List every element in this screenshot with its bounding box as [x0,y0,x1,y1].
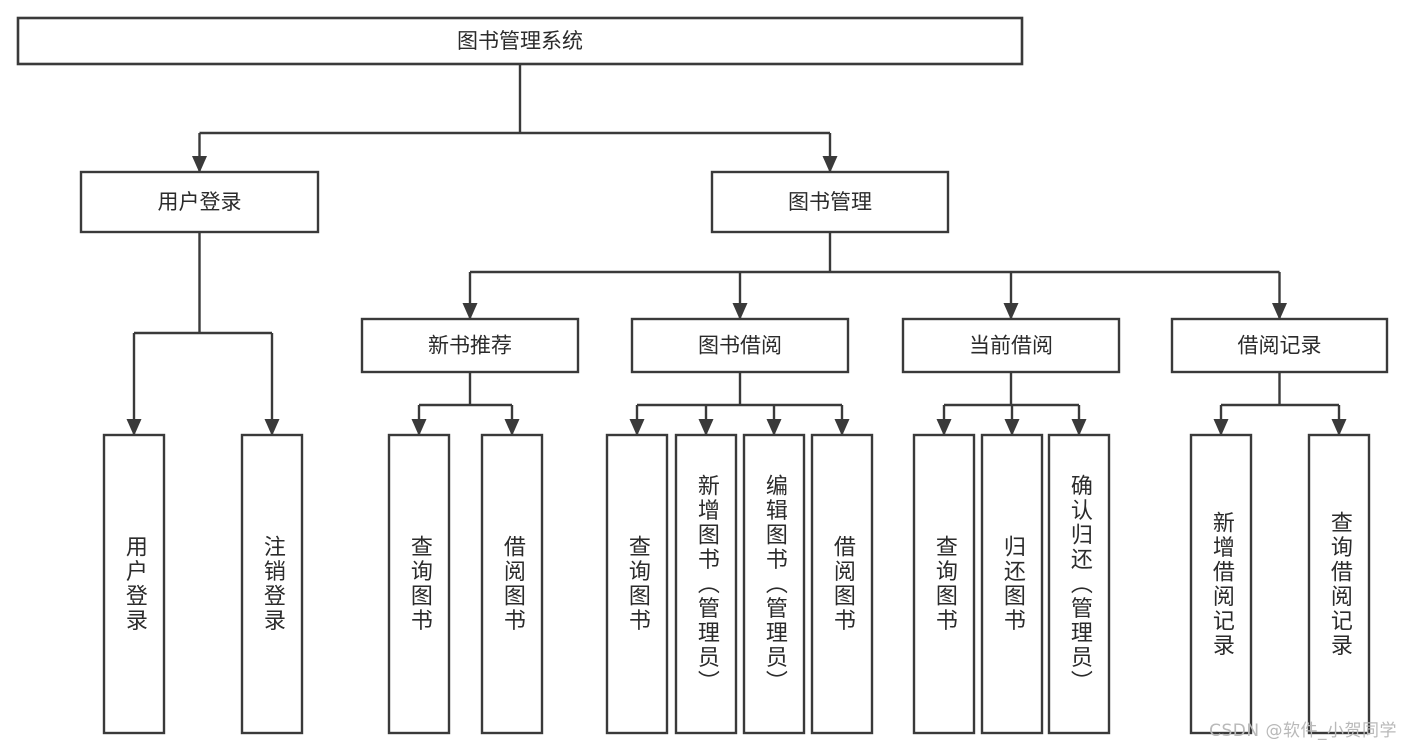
submodule-node-2-box [630,317,850,374]
module-node-label-1: 用户登录 [158,190,242,214]
function-node-4-box [480,433,544,735]
module-node-2[interactable] [710,170,950,234]
user-login-arrow-1 [264,419,280,436]
new-book-arrow-1 [504,419,520,436]
function-node-8[interactable] [810,433,874,735]
function-node-11[interactable] [1047,433,1111,735]
module-node-1-box [79,170,320,234]
function-node-8-box [810,433,874,735]
function-node-5[interactable] [605,433,669,735]
function-node-2[interactable] [240,433,304,735]
book-manage-arrow-0 [462,303,478,320]
root-node-box [16,16,1024,66]
function-node-4[interactable] [480,433,544,735]
function-node-13-box [1307,433,1371,735]
function-node-10-box [980,433,1044,735]
function-node-11-box [1047,433,1111,735]
function-node-12-box [1189,433,1253,735]
module-node-1[interactable] [79,170,320,234]
function-node-10[interactable] [980,433,1044,735]
function-node-1-box [102,433,166,735]
function-node-7[interactable] [742,433,806,735]
current-arrow-0 [936,419,952,436]
new-book-arrow-0 [411,419,427,436]
edge-layer [126,64,1347,436]
root-arrow-1 [822,156,838,173]
function-node-6[interactable] [674,433,738,735]
submodule-node-label-3: 当前借阅 [969,334,1053,358]
function-node-12[interactable] [1189,433,1253,735]
root-node-label: 图书管理系统 [457,29,583,53]
function-node-9[interactable] [912,433,976,735]
function-node-3[interactable] [387,433,451,735]
user-login-arrow-0 [126,419,142,436]
submodule-node-2[interactable] [630,317,850,374]
borrow-arrow-1 [698,419,714,436]
submodule-node-1-box [360,317,580,374]
borrow-arrow-2 [766,419,782,436]
csdn-watermark: CSDN @软件_小贺同学 [1209,721,1397,741]
function-node-7-box [742,433,806,735]
book-manage-arrow-2 [1003,303,1019,320]
function-node-9-box [912,433,976,735]
borrow-arrow-3 [834,419,850,436]
submodule-node-3-box [901,317,1121,374]
record-arrow-0 [1213,419,1229,436]
function-node-5-box [605,433,669,735]
book-manage-arrow-1 [732,303,748,320]
root-arrow-0 [192,156,207,173]
borrow-arrow-0 [629,419,645,436]
submodule-node-label-4: 借阅记录 [1238,334,1322,358]
function-node-6-box [674,433,738,735]
submodule-node-label-2: 图书借阅 [698,334,782,358]
submodule-node-1[interactable] [360,317,580,374]
function-node-3-box [387,433,451,735]
submodule-node-3[interactable] [901,317,1121,374]
record-arrow-1 [1331,419,1347,436]
submodule-node-4[interactable] [1170,317,1389,374]
module-node-2-box [710,170,950,234]
function-node-1[interactable] [102,433,166,735]
root-node[interactable] [16,16,1024,66]
current-arrow-1 [1004,419,1020,436]
submodule-node-4-box [1170,317,1389,374]
submodule-node-label-1: 新书推荐 [428,334,512,358]
current-arrow-2 [1071,419,1087,436]
module-node-label-2: 图书管理 [788,190,872,214]
function-node-13[interactable] [1307,433,1371,735]
book-manage-arrow-3 [1272,303,1287,320]
function-node-2-box [240,433,304,735]
